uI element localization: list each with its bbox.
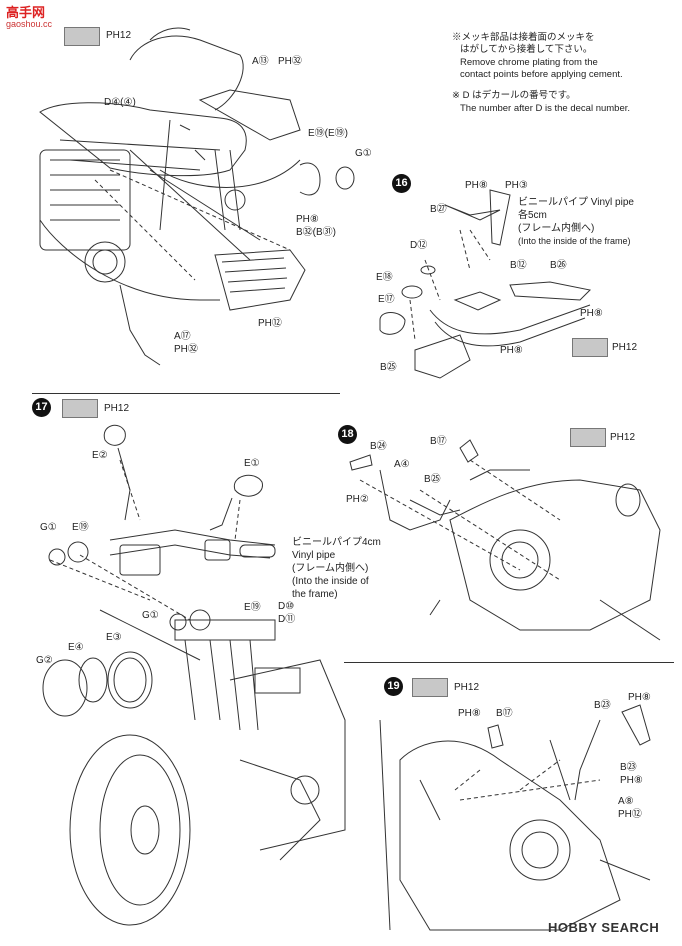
label-ph8: PH⑧ — [296, 214, 319, 225]
s18-b24: B㉔ — [370, 441, 387, 452]
s16-ph8c: PH⑧ — [500, 345, 523, 356]
label-ph12: PH⑫ — [258, 318, 282, 329]
s18-ph2: PH② — [346, 494, 369, 505]
hobby-search-logo: HOBBY SEARCH — [548, 920, 660, 935]
label-g1: G① — [355, 148, 372, 159]
step16-number: 16 — [392, 174, 411, 193]
s17-d11: D⑪ — [278, 614, 296, 625]
s19-b17: B⑰ — [496, 708, 513, 719]
s19-paint-swatch — [412, 678, 448, 697]
s16-e17: E⑰ — [378, 294, 395, 305]
label-a13: A⑬ — [252, 56, 269, 67]
s18-paint-ref: PH12 — [610, 432, 636, 443]
site-url: gaoshou.cc — [6, 19, 53, 29]
divider-step17-top — [32, 393, 340, 394]
chrome-note-en1: Remove chrome plating from the — [460, 57, 598, 68]
s16-b27: B㉗ — [430, 204, 447, 215]
s17-e2: E② — [92, 450, 108, 461]
step19-drawing — [379, 704, 651, 931]
s17-vinyl5: the frame) — [292, 589, 338, 600]
s18-a4: A④ — [394, 459, 410, 470]
s16-b25: B㉕ — [380, 362, 397, 373]
label-a13-paint: PH㉜ — [278, 56, 302, 67]
s17-vinyl3: (フレーム内側へ) — [292, 563, 369, 574]
s16-paint-swatch — [572, 338, 608, 357]
label-b32: B㉜(B㉛) — [296, 227, 336, 238]
decal-note-en: The number after D is the decal number. — [460, 103, 631, 114]
s17-e3: E③ — [106, 632, 122, 643]
s16-ph8a: PH⑧ — [465, 180, 488, 191]
chrome-note-jp2: はがしてから接着して下さい。 — [460, 44, 593, 55]
label-e19: E⑲(E⑲) — [308, 128, 348, 139]
top-paint-ref: PH12 — [106, 30, 132, 41]
s17-g1a: G① — [40, 522, 57, 533]
s17-g2: G② — [36, 655, 53, 666]
s19-ph8a: PH⑧ — [458, 708, 481, 719]
s16-vinyl3: (フレーム内側へ) — [518, 223, 595, 234]
s19-ph8b: PH⑧ — [628, 692, 651, 703]
step18-number: 18 — [338, 425, 357, 444]
divider-step19-top — [344, 662, 674, 663]
step17-number: 17 — [32, 398, 51, 417]
s19-b23b: B㉓ — [620, 762, 637, 773]
s17-vinyl4: (Into the inside of — [292, 576, 369, 587]
s19-ph12: PH⑫ — [618, 809, 642, 820]
s16-vinyl2: 各5cm — [518, 210, 547, 221]
s17-e4: E④ — [68, 642, 84, 653]
s16-b26: B㉖ — [550, 260, 567, 271]
label-d4: D④(④) — [104, 97, 136, 108]
label-a17: A⑰ — [174, 331, 191, 342]
s18-b17: B⑰ — [430, 436, 447, 447]
s17-vinyl1: ビニールパイプ4cm — [292, 537, 381, 548]
s19-paint-ref: PH12 — [454, 682, 480, 693]
chrome-note-jp: ※メッキ部品は接着面のメッキを — [452, 32, 595, 43]
s19-b23a: B㉓ — [594, 700, 611, 711]
s18-b25: B㉕ — [424, 474, 441, 485]
s17-paint-ref: PH12 — [104, 403, 130, 414]
top-motorcycle-drawing — [39, 27, 355, 366]
s17-vinyl2: Vinyl pipe — [292, 550, 336, 561]
step18-drawing — [349, 439, 661, 641]
s16-vinyl4: (Into the inside of the frame) — [518, 236, 631, 246]
s19-ph8c: PH⑧ — [620, 775, 643, 786]
site-logo: 高手网 — [6, 5, 46, 20]
chrome-note-en2: contact points before applying cement. — [460, 69, 623, 80]
top-paint-swatch — [64, 27, 100, 46]
s16-ph8b: PH⑧ — [580, 308, 603, 319]
s16-ph3: PH③ — [505, 180, 528, 191]
s17-e19b: E⑲ — [244, 602, 261, 613]
s17-g1b: G① — [142, 610, 159, 621]
s17-e19a: E⑲ — [72, 522, 89, 533]
s17-e1: E① — [244, 458, 260, 469]
s16-b12: B⑫ — [510, 260, 527, 271]
s18-paint-swatch — [570, 428, 606, 447]
s16-d12: D⑫ — [410, 240, 428, 251]
s16-e18: E⑱ — [376, 272, 393, 283]
label-ph32: PH㉜ — [174, 344, 198, 355]
step17-drawing — [42, 424, 346, 926]
step16-drawing — [379, 189, 592, 379]
step19-number: 19 — [384, 677, 403, 696]
s19-a8: A⑧ — [618, 796, 634, 807]
decal-note-jp: ※ D はデカールの番号です。 — [452, 90, 576, 101]
s17-d10: D⑩ — [278, 601, 295, 612]
s17-paint-swatch — [62, 399, 98, 418]
s16-vinyl1: ビニールパイプ Vinyl pipe — [518, 197, 634, 208]
s16-paint-ref: PH12 — [612, 342, 638, 353]
